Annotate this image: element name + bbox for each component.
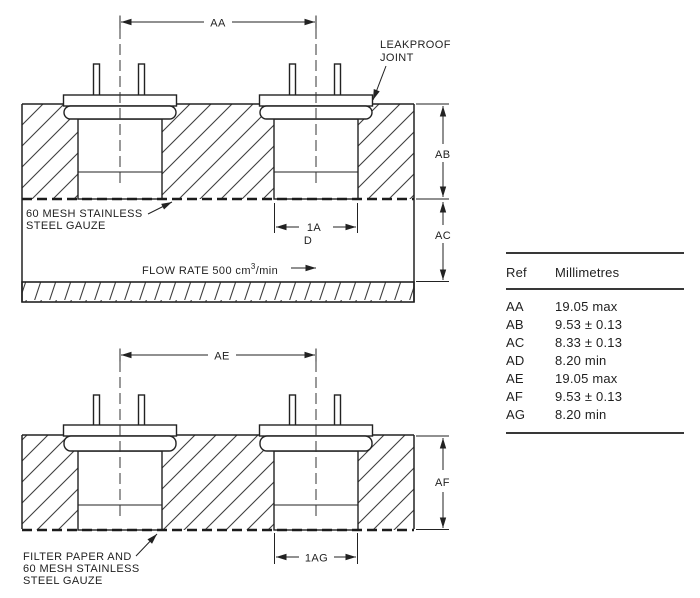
filter-label-line2: 60 MESH STAINLESS	[23, 563, 140, 575]
dim-label-aa: AA	[210, 18, 226, 30]
leakproof-joint-callout: LEAKPROOF JOINT	[372, 39, 451, 101]
table-row: AC 8.33 ± 0.13	[506, 335, 622, 350]
dim-label-ab: AB	[435, 149, 450, 161]
table-row: AA 19.05 max	[506, 299, 618, 314]
dim-label-ag: 1AG	[305, 553, 328, 565]
leakproof-label-line1: LEAKPROOF	[380, 39, 451, 51]
table-header-ref: Ref	[506, 265, 527, 280]
table-row: AE 19.05 max	[506, 371, 618, 386]
row-value: 9.53 ± 0.13	[555, 389, 622, 404]
dimension-ad: 1A D	[274, 203, 358, 247]
gauze-callout: 60 MESH STAINLESS STEEL GAUZE	[26, 201, 173, 232]
table-row: AF 9.53 ± 0.13	[506, 389, 622, 404]
table-row: AD 8.20 min	[506, 353, 606, 368]
flow-rate-suffix: /min	[256, 265, 278, 277]
leader-arrow	[135, 533, 158, 557]
row-value: 8.20 min	[555, 407, 606, 422]
row-ref: AG	[506, 407, 525, 422]
table-row: AB 9.53 ± 0.13	[506, 317, 622, 332]
row-value: 9.53 ± 0.13	[555, 317, 622, 332]
pin	[288, 394, 297, 427]
flow-rate-annotation: FLOW RATE 500 cm3/min	[142, 262, 316, 277]
gauze-label-line2: STEEL GAUZE	[26, 220, 106, 232]
top-section-view: AA AB AC 1A D LEAKPROOF JOINT	[21, 15, 451, 303]
pin	[333, 63, 342, 97]
leader-arrow	[147, 201, 173, 215]
dim-label-ad-line2: D	[304, 235, 312, 247]
dimension-ag: 1AG	[274, 533, 358, 565]
pin	[137, 394, 146, 427]
flow-rate-superscript: 3	[251, 262, 256, 271]
filter-label-line1: FILTER PAPER AND	[23, 551, 132, 563]
leakproof-label-line2: JOINT	[380, 52, 414, 64]
pin	[333, 394, 342, 427]
dimension-table: Ref Millimetres AA 19.05 max AB 9.53 ± 0…	[506, 252, 684, 434]
row-ref: AE	[506, 371, 524, 386]
dim-label-ae: AE	[214, 351, 229, 363]
filter-paper-callout: FILTER PAPER AND 60 MESH STAINLESS STEEL…	[23, 533, 158, 587]
row-value: 19.05 max	[555, 371, 618, 386]
dim-label-af: AF	[435, 477, 450, 489]
flow-rate-prefix: FLOW RATE 500 cm	[142, 265, 251, 277]
dimension-aa: AA	[119, 15, 317, 30]
bottom-plate	[21, 281, 415, 303]
pin	[288, 63, 297, 97]
dim-label-ad-line1: 1A	[307, 222, 322, 234]
flow-rate-text: FLOW RATE 500 cm3/min	[142, 262, 278, 277]
row-ref: AC	[506, 335, 524, 350]
dimension-af: AF	[416, 435, 450, 530]
dimension-ae: AE	[119, 348, 317, 363]
row-ref: AF	[506, 389, 523, 404]
bottom-section-view: AE AF 1AG FILTER PAPER AND 60 MESH STAIN…	[21, 348, 450, 587]
row-value: 8.20 min	[555, 353, 606, 368]
pin	[92, 394, 101, 427]
row-ref: AD	[506, 353, 524, 368]
row-value: 8.33 ± 0.13	[555, 335, 622, 350]
pin	[92, 63, 101, 97]
table-header-millimetres: Millimetres	[555, 265, 620, 280]
filter-label-line3: STEEL GAUZE	[23, 575, 103, 587]
leader-arrow	[372, 65, 387, 101]
row-ref: AA	[506, 299, 524, 314]
dim-label-ac: AC	[435, 230, 451, 242]
row-value: 19.05 max	[555, 299, 618, 314]
table-row: AG 8.20 min	[506, 407, 606, 422]
row-ref: AB	[506, 317, 524, 332]
dimension-ab-ac: AB AC	[416, 103, 451, 282]
gauze-label-line1: 60 MESH STAINLESS	[26, 208, 143, 220]
pin	[137, 63, 146, 97]
